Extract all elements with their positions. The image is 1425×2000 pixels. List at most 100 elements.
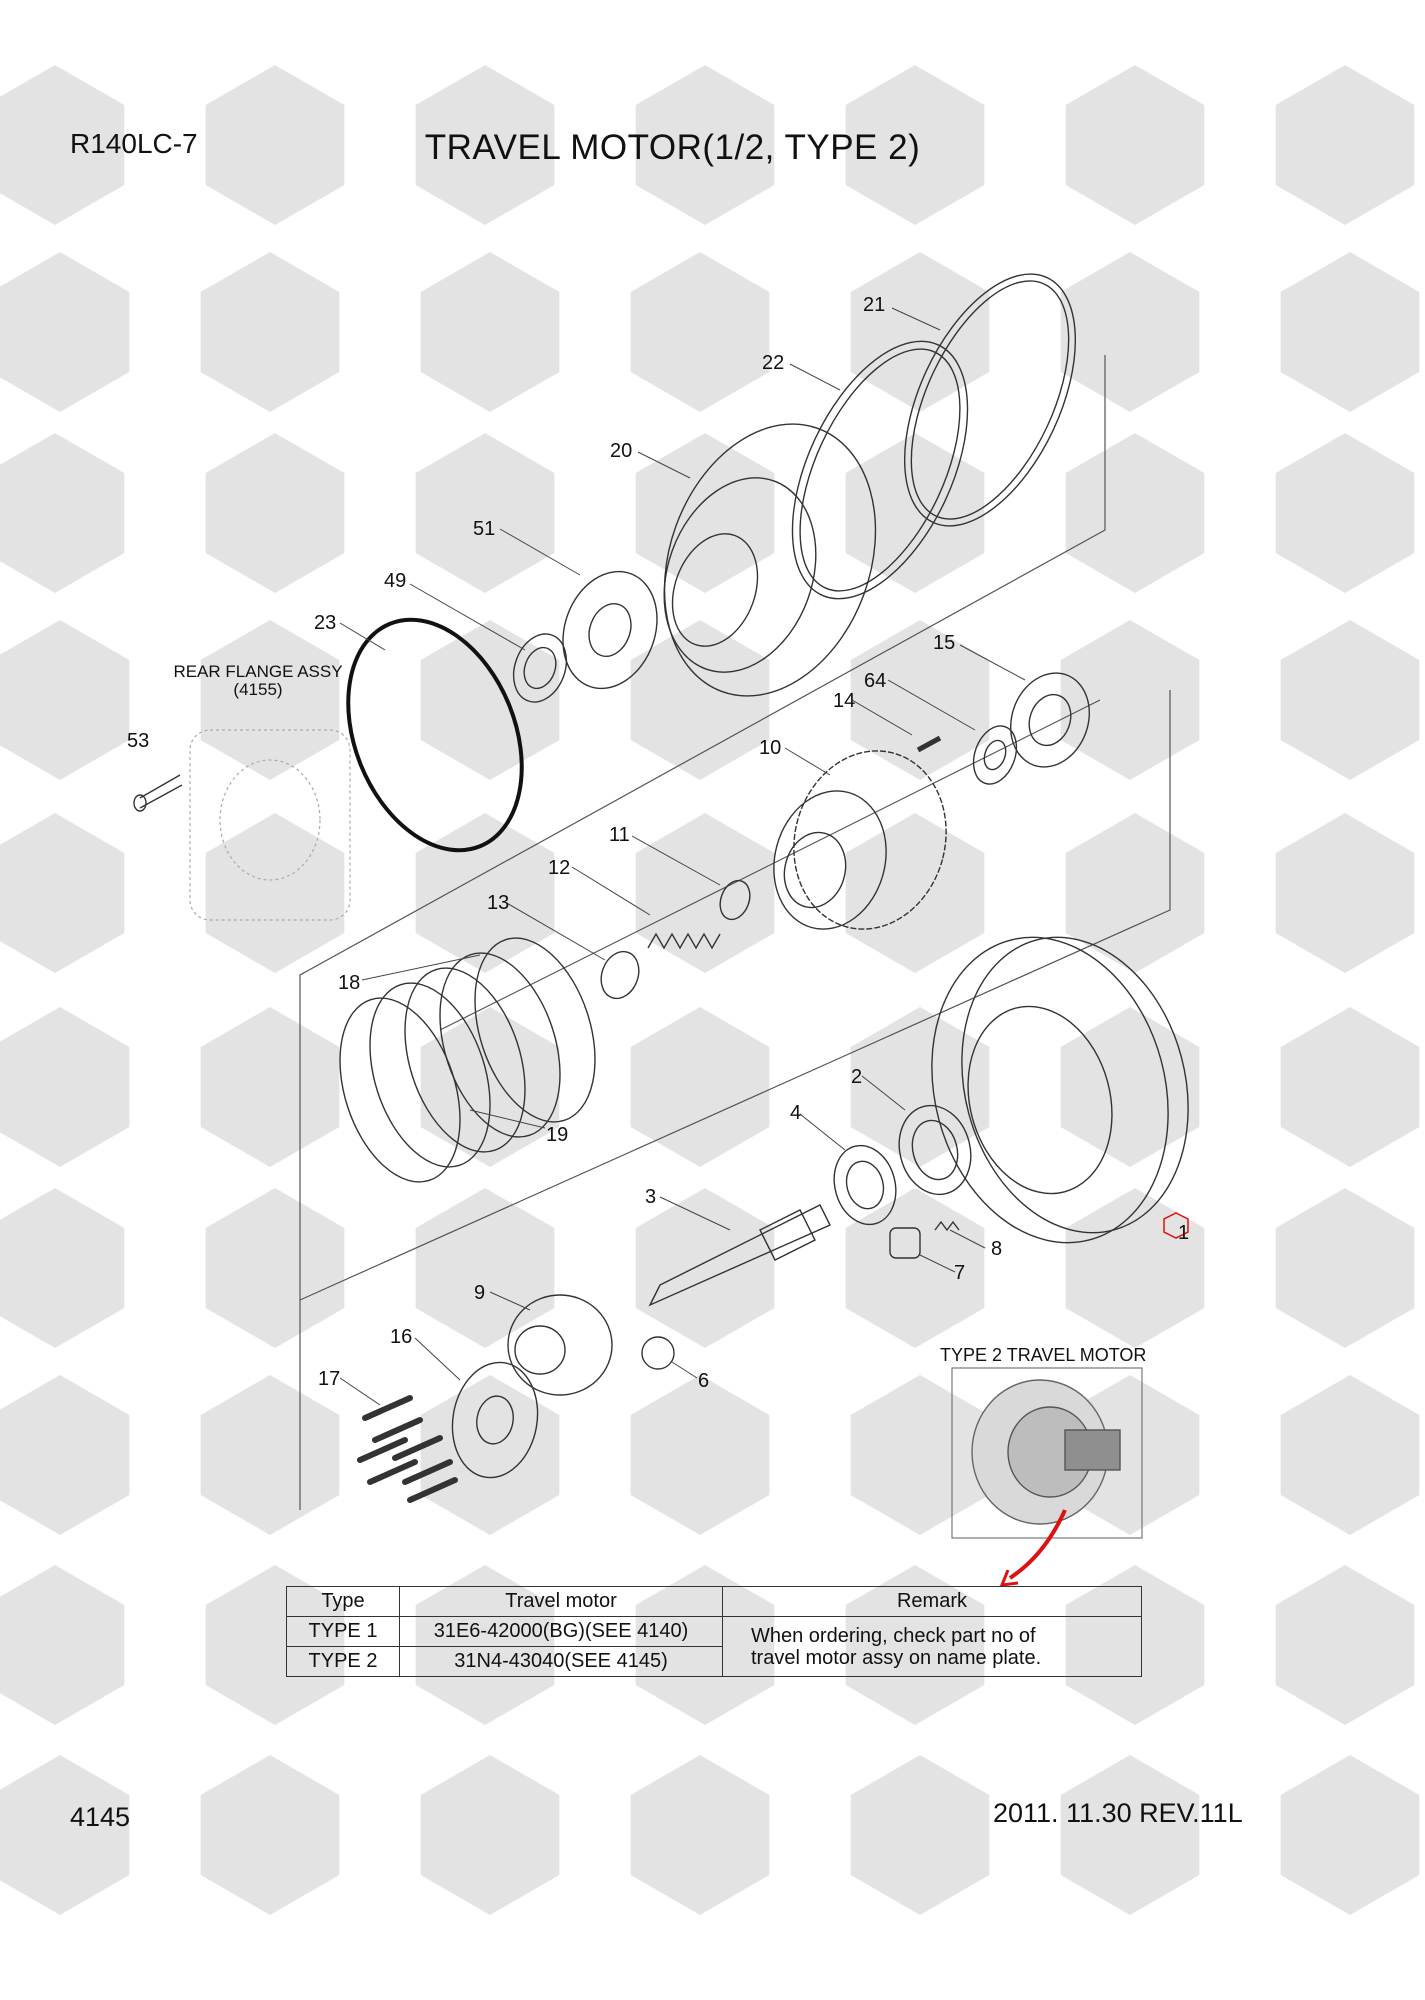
- watermark-tile: [630, 1755, 770, 1915]
- callout-53[interactable]: 53: [127, 730, 150, 752]
- watermark-tile: [850, 252, 990, 412]
- valve-plate-51: [562, 570, 658, 690]
- watermark-tile: [1275, 1188, 1415, 1348]
- callout-11[interactable]: 11: [609, 824, 630, 846]
- bushing-15: [1009, 672, 1091, 768]
- watermark-hex: [0, 65, 125, 225]
- watermark-tile: [1280, 252, 1420, 412]
- type2-inset-box: [951, 1367, 1143, 1587]
- watermark-hex: [205, 1188, 345, 1348]
- watermark-tile: [200, 252, 340, 412]
- watermark-hex: [1060, 1755, 1200, 1915]
- watermark-hex: [205, 65, 345, 225]
- callout-15[interactable]: 15: [933, 632, 956, 654]
- watermark-tile: [200, 620, 340, 780]
- watermark-tile: [1060, 252, 1200, 412]
- watermark-hex: [850, 1007, 990, 1167]
- callout-9[interactable]: 9: [474, 1282, 486, 1304]
- part-1-marker: [1163, 1212, 1189, 1239]
- watermark-tile: [845, 433, 985, 593]
- watermark-hex: [630, 1755, 770, 1915]
- watermark-hex: [1280, 1375, 1420, 1535]
- watermark-hex: [200, 252, 340, 412]
- spring-8: [934, 1220, 960, 1232]
- watermark-hex: [0, 1565, 125, 1725]
- watermark-tile: [845, 813, 985, 973]
- watermark-hex: [635, 65, 775, 225]
- watermark-hex: [845, 1188, 985, 1348]
- callout-16[interactable]: 16: [390, 1326, 413, 1348]
- callout-19[interactable]: 19: [546, 1124, 569, 1146]
- callout-21[interactable]: 21: [863, 294, 886, 316]
- watermark-tile: [635, 433, 775, 593]
- table-header-type: Type: [286, 1586, 400, 1617]
- callout-1[interactable]: 1: [1178, 1222, 1190, 1244]
- watermark-hex: [420, 620, 560, 780]
- bolt-53: [133, 774, 183, 812]
- spring-seat-11: [719, 879, 751, 921]
- watermark-tile: [635, 65, 775, 225]
- motor-type-table: Type Travel motor Remark TYPE 1 31E6-420…: [286, 1586, 1142, 1677]
- rear-flange-caption: REAR FLANGE ASSY (4155): [148, 663, 368, 699]
- watermark-tile: [635, 813, 775, 973]
- callout-22[interactable]: 22: [762, 352, 785, 374]
- watermark-tile: [630, 252, 770, 412]
- watermark-tile: [0, 1755, 130, 1915]
- callout-23[interactable]: 23: [314, 612, 337, 634]
- watermark-tile: [1065, 433, 1205, 593]
- callout-18[interactable]: 18: [338, 972, 361, 994]
- watermark-hex: [630, 252, 770, 412]
- rear-flange-name: REAR FLANGE ASSY: [173, 662, 343, 681]
- watermark-hex: [0, 1755, 130, 1915]
- brake-plates-18-19: [339, 937, 596, 1183]
- watermark-hex: [1275, 433, 1415, 593]
- table-header-motor: Travel motor: [399, 1586, 723, 1617]
- watermark-tile: [630, 1375, 770, 1535]
- remark-line-2: travel motor assy on name plate.: [751, 1646, 1042, 1669]
- callout-3[interactable]: 3: [645, 1186, 657, 1208]
- table-cell-motor[interactable]: 31E6-42000(BG)(SEE 4140): [399, 1616, 723, 1647]
- callout-64[interactable]: 64: [864, 670, 887, 692]
- callout-10[interactable]: 10: [759, 737, 782, 759]
- watermark-tile: [0, 1007, 130, 1167]
- watermark-tile: [630, 1007, 770, 1167]
- watermark-hex: [1280, 1755, 1420, 1915]
- callout-2[interactable]: 2: [851, 1066, 863, 1088]
- watermark-hex: [1275, 813, 1415, 973]
- callout-12[interactable]: 12: [548, 857, 571, 879]
- watermark-tile: [1280, 1375, 1420, 1535]
- watermark-tile: [1060, 620, 1200, 780]
- callout-20[interactable]: 20: [610, 440, 633, 462]
- callout-49[interactable]: 49: [384, 570, 407, 592]
- rear-flange-sketch: [189, 729, 351, 921]
- watermark-hex: [850, 1375, 990, 1535]
- watermark-hex: [845, 433, 985, 593]
- seal-ring-22-inner: [799, 348, 961, 592]
- callout-6[interactable]: 6: [698, 1370, 710, 1392]
- o-ring-21: [903, 273, 1077, 527]
- watermark-tile: [420, 252, 560, 412]
- spring-12: [647, 932, 721, 950]
- watermark-tile: [0, 433, 125, 593]
- callout-51[interactable]: 51: [473, 518, 496, 540]
- watermark-tile: [850, 620, 990, 780]
- watermark-hex: [205, 813, 345, 973]
- callout-8[interactable]: 8: [991, 1238, 1003, 1260]
- callout-4[interactable]: 4: [790, 1102, 802, 1124]
- callout-13[interactable]: 13: [487, 892, 510, 914]
- watermark-hex: [415, 1188, 555, 1348]
- callout-7[interactable]: 7: [954, 1262, 966, 1284]
- seal-ring-22: [791, 340, 969, 600]
- watermark-hex: [850, 1755, 990, 1915]
- watermark-tile: [0, 252, 130, 412]
- table-cell-motor[interactable]: 31N4-43040(SEE 4145): [399, 1646, 723, 1677]
- callout-14[interactable]: 14: [833, 690, 856, 712]
- watermark-tile: [205, 1188, 345, 1348]
- watermark-hex: [630, 620, 770, 780]
- watermark-hex: [200, 620, 340, 780]
- watermark-hex: [1060, 252, 1200, 412]
- watermark-tile: [420, 620, 560, 780]
- watermark-tile: [415, 65, 555, 225]
- swash-plate-9: [507, 1294, 613, 1396]
- callout-17[interactable]: 17: [318, 1368, 341, 1390]
